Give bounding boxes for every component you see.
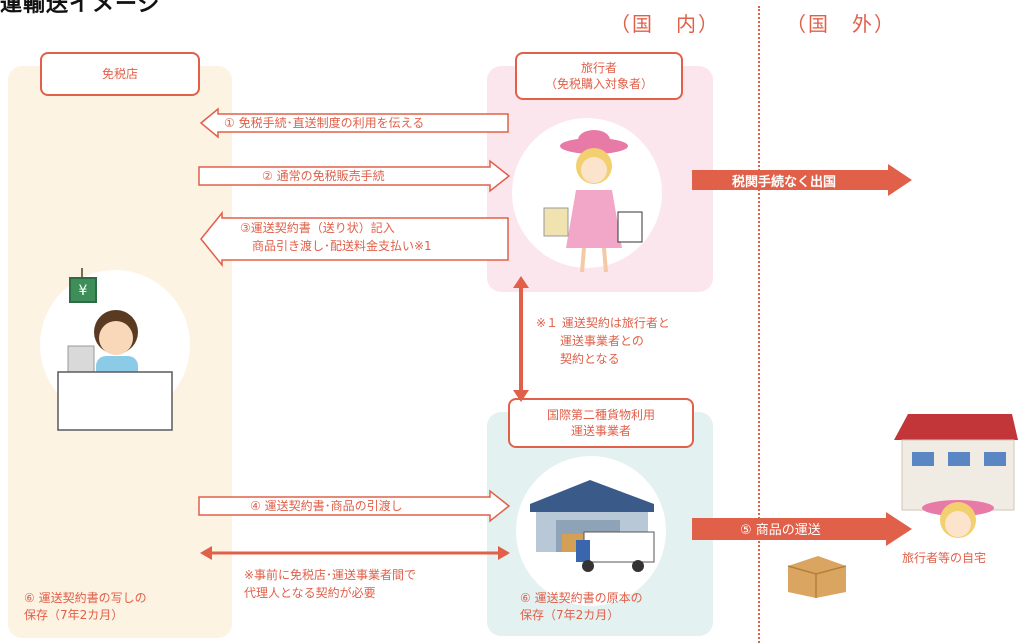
step1-arrow: ① 免税手続･直送制度の利用を伝える bbox=[199, 107, 510, 139]
step1-label: ① 免税手続･直送制度の利用を伝える bbox=[224, 116, 425, 130]
shop-label: 免税店 bbox=[40, 52, 200, 96]
step4-label: ④ 運送契約書･商品の引渡し bbox=[250, 499, 403, 513]
customs-arrow bbox=[692, 164, 912, 196]
transport-arrow bbox=[692, 512, 912, 546]
carrier-storage-caption: ⑥ 運送契約書の原本の 保存（7年2カ月） bbox=[520, 591, 643, 623]
traveler-label: 旅行者 （免税購入対象者） bbox=[515, 52, 683, 100]
house-illustration bbox=[894, 414, 1018, 538]
region-overseas: （国 外） bbox=[786, 12, 896, 36]
step3-label: ③運送契約書（送り状）記入 商品引き渡し･配送料金支払い※1 bbox=[240, 221, 432, 253]
step4-arrow: ④ 運送契約書･商品の引渡し bbox=[198, 489, 511, 523]
page-title: 運輸送イメージ bbox=[0, 0, 161, 17]
transport-label: ⑤ 商品の運送 bbox=[740, 523, 821, 538]
step3-arrow: ③運送契約書（送り状）記入 商品引き渡し･配送料金支払い※1 bbox=[200, 210, 510, 268]
region-domestic: （国 内） bbox=[610, 12, 720, 36]
contract-note: ※１ 運送契約は旅行者と 運送事業者との 契約となる bbox=[536, 316, 670, 366]
carrier-label: 国際第二種貨物利用 運送事業者 bbox=[508, 398, 694, 448]
agency-note: ※事前に免税店･運送事業者間で 代理人となる契約が必要 bbox=[244, 568, 417, 600]
step2-arrow: ② 通常の免税販売手続 bbox=[198, 159, 511, 193]
parcel-box-icon bbox=[787, 556, 847, 598]
step2-label: ② 通常の免税販売手続 bbox=[262, 169, 385, 183]
svg-text:¥: ¥ bbox=[79, 283, 88, 299]
shop-storage-caption: ⑥ 運送契約書の写しの 保存（7年2カ月） bbox=[24, 591, 147, 623]
warehouse-truck-illustration bbox=[530, 480, 655, 572]
agency-double-arrow bbox=[200, 546, 510, 560]
border-divider bbox=[758, 6, 760, 643]
customs-label: 税関手続なく出国 bbox=[732, 175, 837, 190]
traveler-illustration bbox=[543, 130, 643, 273]
home-caption: 旅行者等の自宅 bbox=[902, 551, 987, 565]
contract-double-arrow bbox=[513, 276, 529, 402]
shop-clerk-illustration: ¥ bbox=[57, 268, 173, 431]
